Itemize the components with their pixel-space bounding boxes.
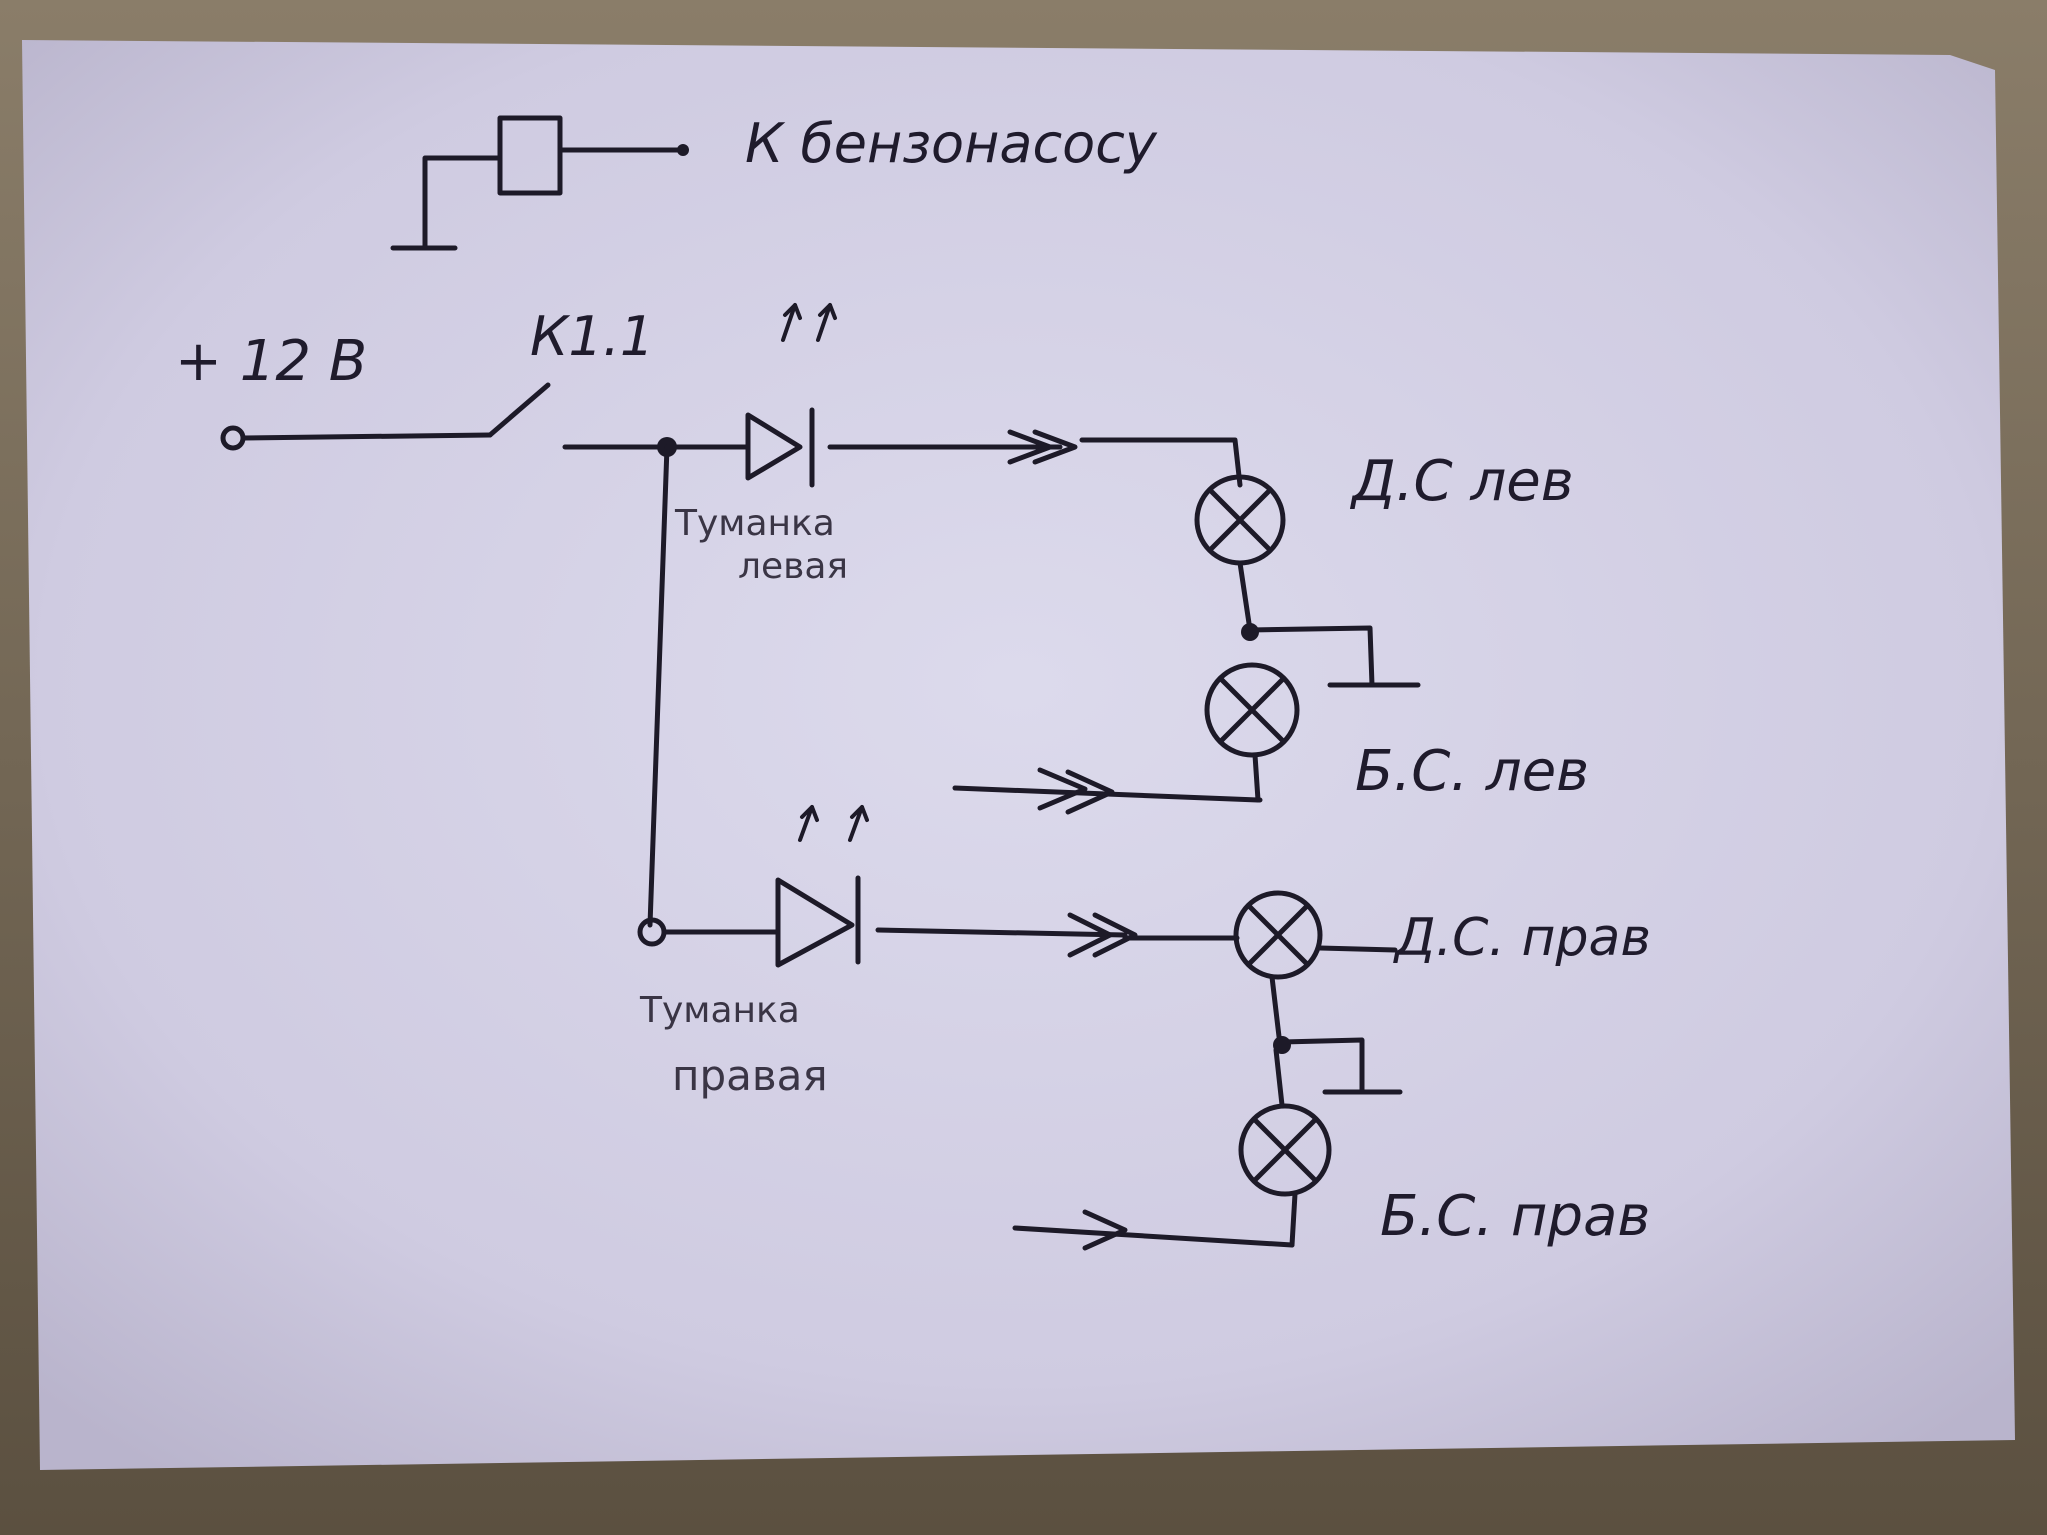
fuel-pump-relay — [390, 115, 689, 251]
fog-left-label-1: Туманка — [674, 503, 835, 544]
fog-right-label-1: Туманка — [639, 990, 800, 1031]
side-right-label: Б.С. прав — [1380, 1184, 1650, 1249]
relay-contact-label: К1.1 — [530, 305, 654, 368]
diode-left — [664, 303, 1078, 488]
lamps-left — [952, 437, 1421, 815]
drl-right-label: Д.С. прав — [1393, 908, 1651, 968]
drl-left-label: Д.С лев — [1349, 449, 1574, 514]
bus-wire — [647, 444, 670, 928]
diode-right — [637, 805, 1138, 968]
side-left-label: Б.С. лев — [1355, 739, 1589, 804]
power-label: + 12 В — [175, 329, 367, 394]
lamps-right — [1012, 890, 1403, 1251]
pump-label: К бензонасосу — [745, 112, 1158, 175]
fog-right-label-2: правая — [672, 1051, 828, 1100]
fog-left-label-2: левая — [738, 546, 848, 587]
paper-sheet — [22, 40, 2015, 1470]
